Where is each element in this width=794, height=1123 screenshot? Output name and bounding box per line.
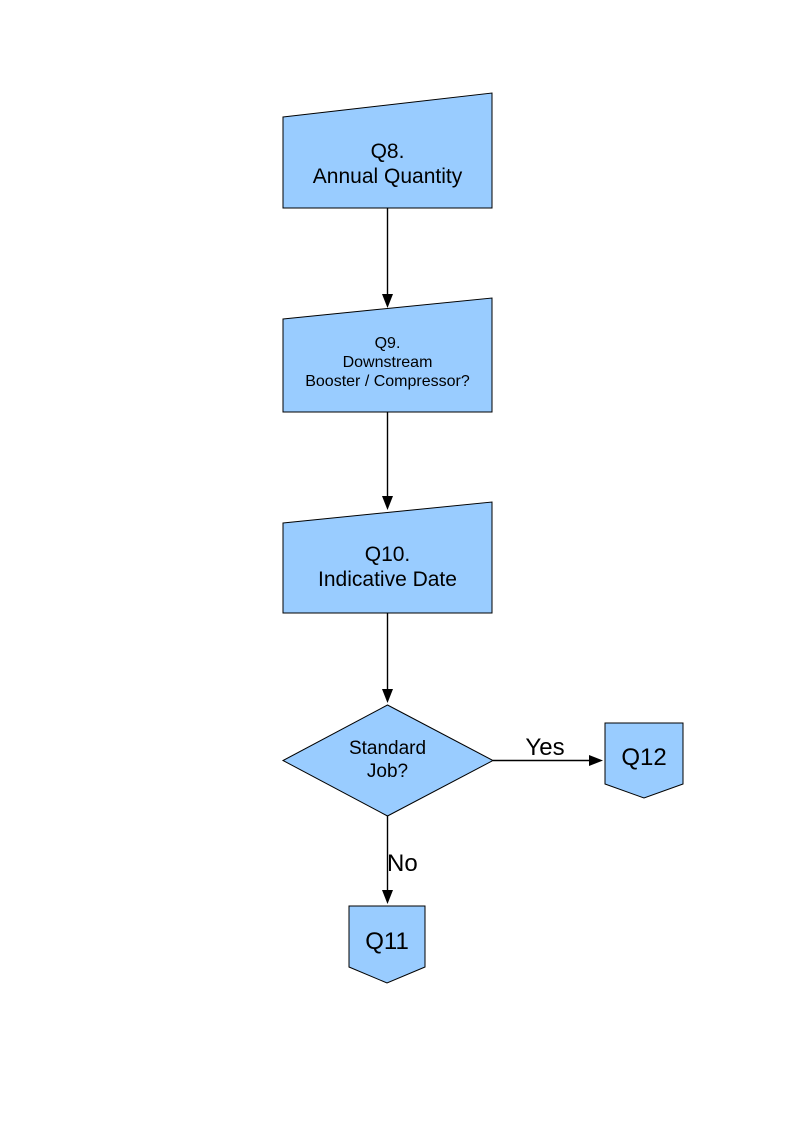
arrow-decision-yes-to-q12: Yes	[493, 734, 603, 766]
arrow-q10-to-decision	[382, 613, 393, 703]
arrow-yes-head	[589, 755, 603, 766]
arrow-no-head	[382, 890, 393, 904]
arrow-decision-no-to-q11: No	[382, 816, 418, 904]
q10-label-line2: Indicative Date	[318, 568, 457, 591]
arrow-q8-q9-head	[382, 294, 393, 308]
node-q8: Q8. Annual Quantity	[282, 92, 493, 209]
q8-label-line1: Q8.	[371, 140, 405, 163]
arrow-q10-decision-head	[382, 689, 393, 703]
q9-label-line3: Booster / Compressor?	[305, 373, 470, 390]
node-q11-offpage-connector: Q11	[348, 905, 426, 984]
q10-label-line1: Q10.	[365, 543, 411, 566]
q10-shape	[282, 501, 493, 614]
yes-edge-label: Yes	[525, 734, 564, 761]
no-edge-label: No	[387, 850, 418, 877]
node-q10: Q10. Indicative Date	[282, 501, 493, 614]
arrow-q9-to-q10	[382, 412, 393, 510]
node-q12-offpage-connector: Q12	[604, 722, 684, 799]
q9-shape	[282, 297, 493, 413]
decision-label-line1: Standard	[349, 738, 426, 759]
arrow-q9-q10-head	[382, 496, 393, 510]
q12-label: Q12	[621, 744, 666, 771]
q11-label: Q11	[365, 928, 409, 955]
q9-label-line2: Downstream	[343, 354, 433, 371]
q8-shape	[282, 92, 493, 209]
q12-shape	[604, 722, 684, 799]
q11-shape	[348, 905, 426, 984]
decision-label-line2: Job?	[367, 761, 408, 782]
node-q9: Q9. Downstream Booster / Compressor?	[282, 297, 493, 413]
q9-label-line1: Q9.	[375, 335, 401, 352]
arrow-q8-to-q9	[382, 208, 393, 308]
q8-label-line2: Annual Quantity	[313, 165, 463, 188]
